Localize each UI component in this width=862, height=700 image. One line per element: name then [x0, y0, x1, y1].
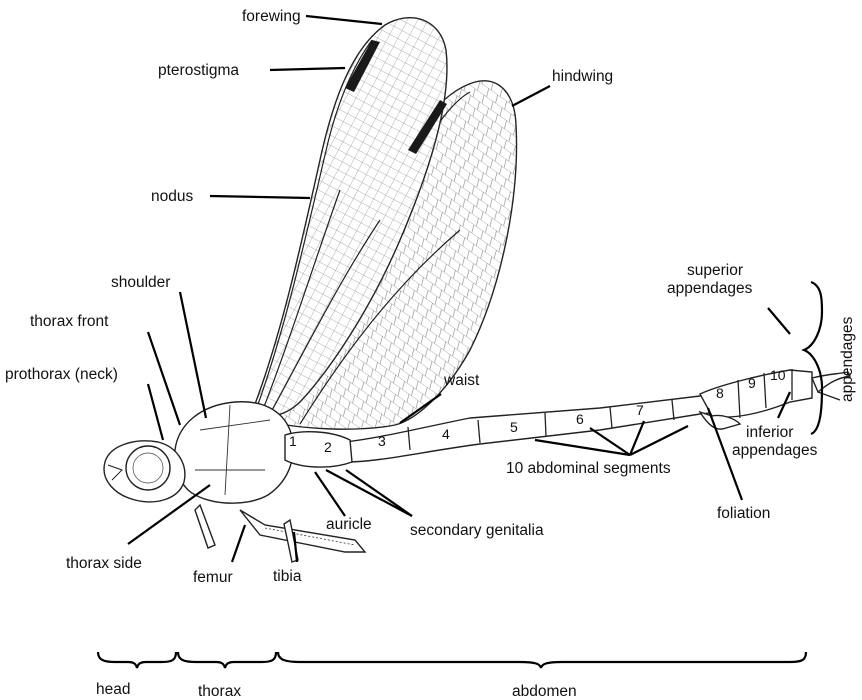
region-braces — [98, 652, 806, 668]
legs — [195, 505, 365, 562]
tibia-label: tibia — [273, 568, 302, 585]
foliation-label: foliation — [717, 505, 770, 522]
forewing-leader — [306, 16, 382, 24]
shoulder-label: shoulder — [111, 274, 170, 291]
prothorax-label: prothorax (neck) — [5, 366, 118, 383]
abdomen-region-label: abdomen — [512, 683, 577, 700]
thorax-brace — [178, 652, 276, 668]
abdomen-brace — [278, 652, 806, 668]
forewing-label: forewing — [242, 8, 301, 25]
head-region-label: head — [96, 681, 130, 698]
segment-1-label: 1 — [289, 433, 297, 449]
segment-6-label: 6 — [576, 411, 584, 427]
superior-appendages-leader — [768, 308, 790, 334]
thorax-front-label: thorax front — [30, 313, 109, 330]
prothorax-leader — [148, 384, 163, 440]
segment-7-label: 7 — [636, 402, 644, 418]
segment-9-label: 9 — [748, 375, 756, 391]
pterostigma-leader — [270, 68, 345, 70]
genitalia-leader-b — [346, 470, 412, 516]
secondary-genitalia-label: secondary genitalia — [410, 522, 544, 539]
appendages-bracket — [804, 282, 822, 434]
segment-8-label: 8 — [716, 385, 724, 401]
femur-label: femur — [193, 569, 233, 586]
appendages-label: appendages — [839, 316, 856, 402]
segment-3-label: 3 — [378, 433, 386, 449]
head-brace — [98, 652, 176, 668]
hindwing-leader — [512, 86, 550, 106]
inferior-appendages-label-line2: appendages — [732, 442, 818, 459]
segments-leader-a — [535, 440, 630, 455]
nodus-leader — [210, 196, 310, 198]
superior-appendages-label-line1: superior — [687, 262, 743, 279]
superior-appendages-label-line2: appendages — [667, 280, 753, 297]
inferior-appendages-label-line1: inferior — [746, 424, 793, 441]
thorax-front-leader — [148, 332, 180, 425]
segment-10-label: 10 — [770, 367, 786, 383]
segment-2-label: 2 — [324, 439, 332, 455]
waist-label: waist — [443, 372, 480, 389]
shoulder-leader — [180, 292, 206, 418]
segment-5-label: 5 — [510, 419, 518, 435]
thorax-side-label: thorax side — [66, 555, 142, 572]
head-body — [104, 441, 185, 502]
segments-leader-d — [630, 426, 688, 455]
nodus-label: nodus — [151, 188, 193, 205]
auricle-label: auricle — [326, 516, 372, 533]
thorax-region-label: thorax — [198, 683, 241, 700]
femur-leader — [232, 525, 245, 562]
abdominal-segments-label: 10 abdominal segments — [506, 460, 671, 477]
hindwing-label: hindwing — [552, 68, 613, 85]
segment-4-label: 4 — [442, 426, 450, 442]
pterostigma-label: pterostigma — [158, 62, 239, 79]
genitalia-leader-a — [326, 470, 412, 516]
